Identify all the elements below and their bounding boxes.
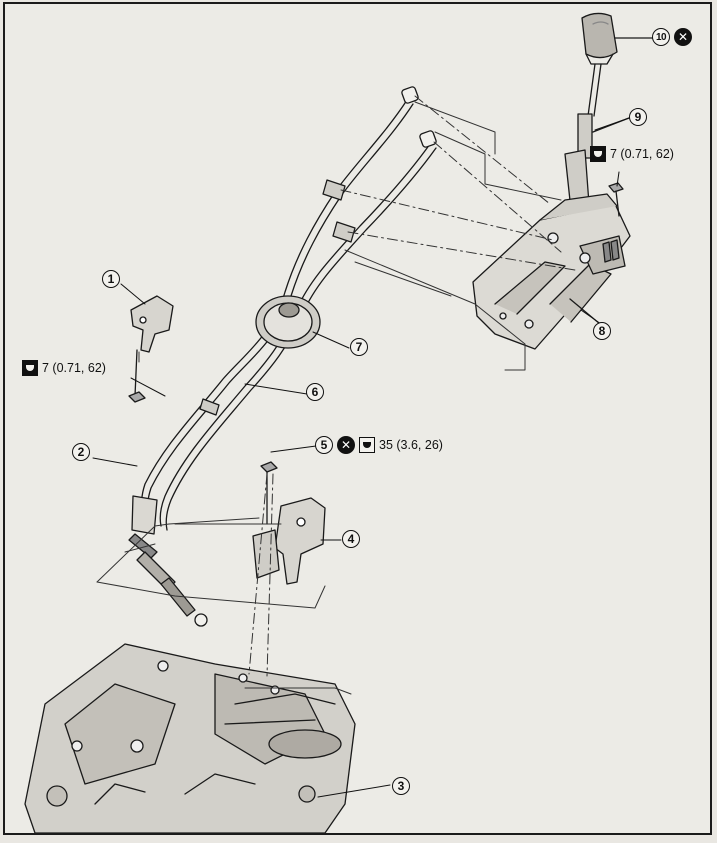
torque-label-bracket: 7 (0.71, 62) — [22, 360, 106, 376]
callout-number: 5 — [315, 436, 333, 454]
callout-number: 10 — [652, 28, 670, 46]
x-circle-icon: ✕ — [674, 28, 692, 46]
torque-spec-shifter: 7 (0.71, 62) — [610, 147, 674, 161]
callout-8: 8 — [593, 322, 611, 340]
torque-label-shifter: 7 (0.71, 62) — [590, 146, 674, 162]
callout-number: 7 — [350, 338, 368, 356]
callout-7: 7 — [350, 338, 368, 356]
torque-spec-bracket: 7 (0.71, 62) — [42, 361, 106, 375]
shift-cables — [128, 86, 437, 627]
exploded-view-drawing — [24, 12, 656, 833]
callout-5-with-spec: 5 ✕ 35 (3.6, 26) — [315, 436, 443, 454]
callout-number: 2 — [72, 443, 90, 461]
torque-wrench-icon — [590, 146, 606, 162]
cable-bracket — [252, 461, 326, 585]
callout-number: 1 — [102, 270, 120, 288]
x-circle-icon: ✕ — [337, 436, 355, 454]
shift-knob — [581, 12, 656, 65]
callout-number: 3 — [392, 777, 410, 795]
callout-1: 1 — [102, 270, 120, 288]
callout-number: 6 — [306, 383, 324, 401]
shift-lever — [564, 63, 630, 211]
callout-3: 3 — [392, 777, 410, 795]
diagram-frame: 1 2 3 4 5 ✕ 35 (3.6, 26) 6 7 8 9 10 ✕ 7 … — [3, 2, 712, 835]
callout-number: 4 — [342, 530, 360, 548]
shifter-bolt — [608, 182, 624, 217]
callout-2: 2 — [72, 443, 90, 461]
callout-9: 9 — [629, 108, 647, 126]
torque-spec-cable-bracket: 35 (3.6, 26) — [379, 438, 443, 452]
callout-10-with-discard: 10 ✕ — [652, 28, 692, 46]
shifter-assembly — [472, 193, 631, 350]
callout-4: 4 — [342, 530, 360, 548]
torque-outline-icon — [359, 437, 375, 453]
transmission — [24, 643, 356, 833]
callout-6: 6 — [306, 383, 324, 401]
bracket-1 — [128, 295, 174, 403]
torque-wrench-icon — [22, 360, 38, 376]
callout-number: 8 — [593, 322, 611, 340]
callout-number: 9 — [629, 108, 647, 126]
